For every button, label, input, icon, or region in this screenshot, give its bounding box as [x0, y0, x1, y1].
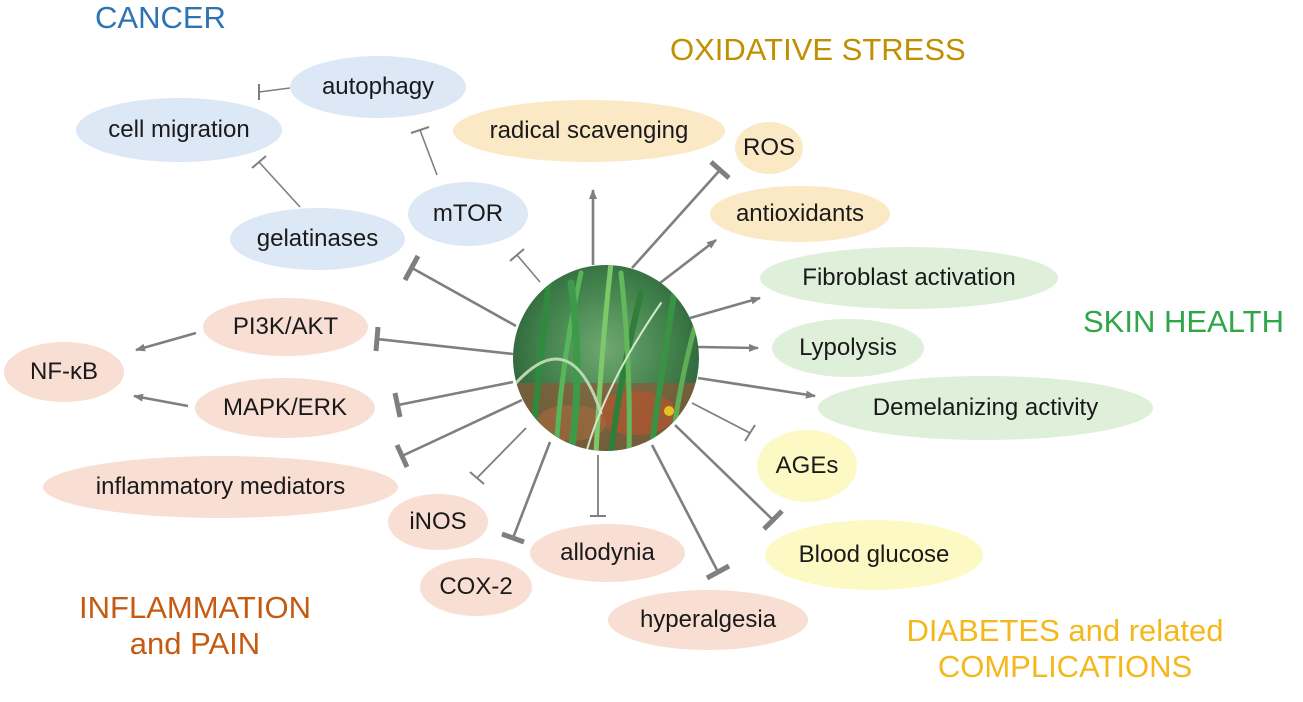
inhibit-gelatinases-cell-migration — [251, 155, 301, 208]
node-lypolysis: Lypolysis — [772, 319, 924, 377]
inhibit-center-cox2 — [501, 441, 552, 545]
node-inflammatory-mediators: inflammatory mediators — [43, 456, 398, 518]
inhibit-center-mtor — [509, 248, 541, 283]
node-cox-2: COX-2 — [420, 558, 532, 616]
category-diabetes-line1: DIABETES and related — [906, 613, 1224, 648]
arrow-center-fibroblast — [689, 296, 761, 320]
node-fibroblast-activation: Fibroblast activation — [760, 247, 1058, 309]
arrow-pi3k-nfkb — [135, 331, 197, 352]
inhibit-center-mapk — [392, 380, 514, 418]
node-mtor: mTOR — [408, 182, 528, 246]
inhibit-center-pi3k — [373, 326, 514, 356]
node-gelatinases: gelatinases — [230, 208, 405, 270]
node-cell-migration: cell migration — [76, 98, 282, 162]
node-inos: iNOS — [388, 494, 488, 550]
node-hyperalgesia: hyperalgesia — [608, 590, 808, 650]
inhibit-center-ros — [631, 160, 731, 269]
node-ros: ROS — [735, 122, 803, 174]
category-diabetes: DIABETES and related COMPLICATIONS — [880, 613, 1250, 684]
category-inflammation-line1: INFLAMMATION — [79, 590, 311, 625]
node-radical-scavenging: radical scavenging — [453, 100, 725, 162]
category-cancer: CANCER — [95, 0, 226, 35]
node-antioxidants: antioxidants — [710, 186, 890, 242]
arrow-center-lypolysis — [697, 343, 759, 352]
inhibit-center-inflammatory-mediators — [394, 398, 523, 469]
inhibit-center-ages — [691, 402, 756, 442]
arrow-center-demelanizing — [697, 376, 816, 399]
node-allodynia: allodynia — [530, 524, 685, 582]
inhibit-center-gelatinases — [402, 254, 517, 328]
inhibit-mtor-autophagy — [410, 126, 438, 176]
category-inflammation-pain: INFLAMMATION and PAIN — [55, 590, 335, 661]
node-mapk-erk: MAPK/ERK — [195, 378, 375, 438]
arrow-center-antioxidants — [659, 238, 717, 285]
node-blood-glucose: Blood glucose — [765, 520, 983, 590]
node-pi3k-akt: PI3K/AKT — [203, 298, 368, 356]
inhibit-autophagy-cell-migration — [258, 84, 291, 100]
category-oxidative-stress: OXIDATIVE STRESS — [670, 32, 966, 67]
category-diabetes-line2: COMPLICATIONS — [937, 648, 1193, 684]
inhibit-center-blood-glucose — [674, 424, 784, 531]
node-ages: AGEs — [757, 430, 857, 502]
inhibit-center-allodynia — [590, 455, 606, 517]
node-nf-kb: NF-κB — [4, 342, 124, 402]
node-autophagy: autophagy — [290, 56, 466, 118]
inhibit-center-hyperalgesia — [650, 444, 731, 581]
node-demelanizing-activity: Demelanizing activity — [818, 376, 1153, 440]
category-skin-health: SKIN HEALTH — [1083, 304, 1284, 339]
category-inflammation-line2: and PAIN — [129, 625, 261, 661]
seagrass-photo-icon — [513, 265, 699, 451]
arrow-mapk-nfkb — [133, 393, 189, 408]
inhibit-center-inos — [469, 427, 527, 485]
